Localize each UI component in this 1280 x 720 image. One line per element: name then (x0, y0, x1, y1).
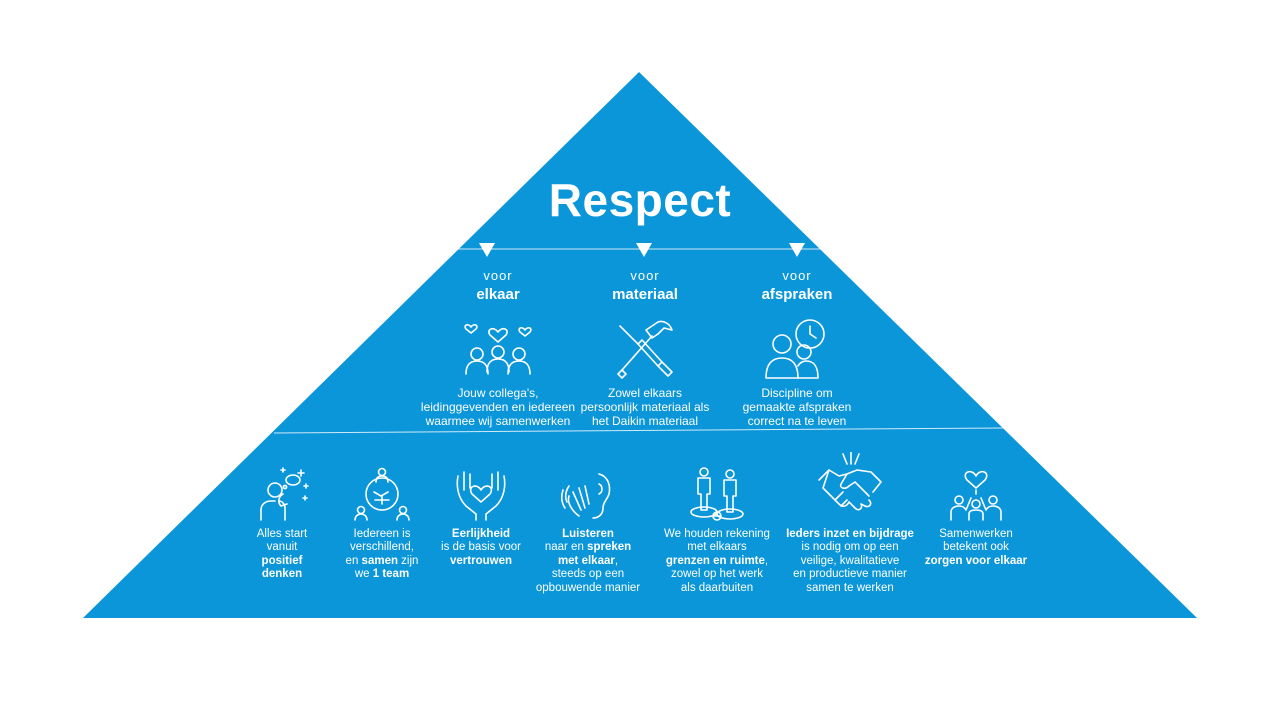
column-materiaal: voor materiaal Zowel elkaars persoonlijk… (540, 268, 750, 428)
listening-icon (560, 473, 611, 519)
text-segment: en (345, 554, 362, 567)
text-segment: vanuit (266, 541, 298, 554)
description-line: Zowel elkaars (607, 386, 683, 400)
text-segment: betekent ook (943, 541, 1009, 554)
item-ieders-inzet: Ieders inzet en bijdrage is nodig om op … (772, 452, 928, 595)
item-text: We houden rekening met elkaars grenzen e… (651, 528, 783, 595)
item-text: Iedereen is verschillend, en samen zijn … (316, 528, 448, 582)
lower-divider-line (273, 427, 1004, 434)
text-segment-bold: samen (361, 554, 398, 567)
description-line: Jouw collega's, (457, 386, 539, 400)
column-name: materiaal (612, 286, 678, 303)
text-segment-bold: zorgen voor elkaar (924, 554, 1028, 567)
positive-thinking-icon (260, 467, 309, 521)
handshake-icon (818, 452, 882, 511)
item-grenzen-en-ruimte: We houden rekening met elkaars grenzen e… (651, 466, 783, 595)
item-text: Eerlijkheid is de basis voor vertrouwen (415, 528, 547, 568)
description-line: Discipline om (761, 386, 833, 400)
item-zorgen-voor-elkaar: Samenwerken betekent ook zorgen voor elk… (908, 466, 1044, 568)
text-segment-bold: positief (261, 554, 303, 567)
text-segment: We houden rekening (664, 528, 770, 540)
pointer-elkaar (479, 243, 495, 257)
pointer-materiaal (636, 243, 652, 257)
description-line: het Daikin materiaal (591, 414, 699, 428)
text-segment: Iedereen is (353, 528, 411, 540)
column-voor-label: voor (483, 268, 513, 283)
text-segment: is de basis voor (441, 541, 521, 554)
text-segment: zijn (397, 554, 419, 567)
column-name: afspraken (761, 286, 833, 303)
column-elkaar: voor elkaar Jouw collega's, leidinggeven… (393, 268, 603, 428)
colleagues-hearts-icon (464, 324, 532, 375)
item-positief-denken: Alles start vanuit positief denken (216, 466, 348, 582)
pyramid-shape (83, 72, 1197, 618)
text-segment: veilige, kwalitatieve (800, 554, 900, 567)
column-description: Discipline om gemaakte afspraken correct… (692, 386, 902, 428)
text-segment: steeds op een (551, 568, 625, 581)
text-segment-bold: met elkaar (557, 554, 615, 567)
text-segment: naar en (544, 541, 588, 554)
text-segment: Samenwerken (939, 528, 1013, 540)
pointer-afspraken (789, 243, 805, 257)
description-line: waarmee wij samenwerken (425, 414, 571, 428)
column-name: elkaar (476, 286, 520, 303)
text-segment: als daarbuiten (680, 581, 754, 594)
text-segment-bold: denken (261, 568, 303, 581)
text-segment: we (354, 568, 373, 581)
text-segment-bold: Luisteren (562, 528, 614, 540)
team-circle-icon (354, 467, 410, 521)
item-samen-1-team: Iedereen is verschillend, en samen zijn … (316, 466, 448, 582)
text-segment-bold: spreken (587, 541, 632, 554)
item-text: Samenwerken betekent ook zorgen voor elk… (908, 528, 1044, 568)
column-voor-label: voor (782, 268, 812, 283)
text-segment-bold: vertrouwen (450, 554, 512, 567)
text-segment-bold: grenzen en ruimte (665, 554, 765, 567)
text-segment: verschillend, (350, 541, 414, 554)
item-text: Ieders inzet en bijdrage is nodig om op … (772, 528, 928, 595)
column-voor-label: voor (630, 268, 660, 283)
text-segment: samen te werken (806, 581, 894, 594)
description-line: leidinggevenden en iedereen (420, 400, 576, 414)
text-segment: is nodig om op een (801, 541, 899, 554)
text-segment: zowel op het werk (670, 568, 764, 581)
text-segment-bold: 1 team (372, 568, 410, 581)
description-line: persoonlijk materiaal als (580, 400, 710, 414)
column-afspraken: voor afspraken Discipline om gemaakte af… (692, 268, 902, 428)
description-line: correct na te leven (747, 414, 847, 428)
text-segment: , (614, 554, 619, 567)
item-eerlijkheid: Eerlijkheid is de basis voor vertrouwen (415, 466, 547, 568)
column-description: Zowel elkaars persoonlijk materiaal als … (540, 386, 750, 428)
hands-heart-icon (456, 471, 506, 521)
description-line: gemaakte afspraken (742, 400, 852, 414)
text-segment-bold: Ieders inzet en bijdrage (786, 528, 914, 540)
text-segment: en productieve manier (793, 568, 907, 581)
item-text: Luisteren naar en spreken met elkaar, st… (522, 528, 654, 595)
boundaries-icon (690, 467, 744, 521)
hammer-screwdriver-icon (617, 320, 673, 379)
column-description: Jouw collega's, leidinggevenden en ieder… (393, 386, 603, 428)
text-segment-bold: Eerlijkheid (451, 528, 511, 540)
care-together-icon (950, 470, 1002, 521)
text-segment: met elkaars (687, 541, 747, 554)
item-luisteren: Luisteren naar en spreken met elkaar, st… (522, 466, 654, 595)
text-segment: opbouwende manier (535, 581, 641, 594)
item-text: Alles start vanuit positief denken (216, 528, 348, 582)
pyramid-title: Respect (548, 174, 732, 226)
text-segment: Alles start (256, 528, 308, 540)
text-segment: , (764, 554, 769, 567)
people-clock-icon (765, 319, 825, 379)
